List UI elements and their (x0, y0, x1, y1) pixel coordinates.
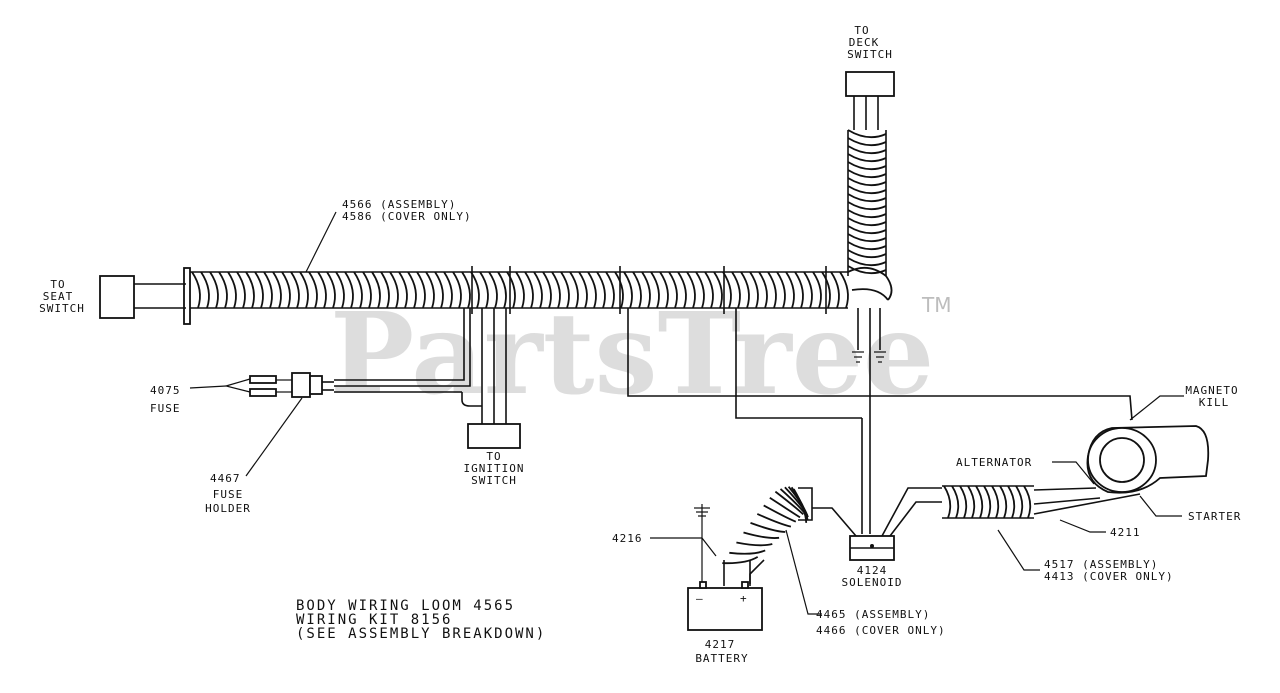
svg-text:—: — (696, 592, 704, 605)
fuse-holder[interactable] (276, 372, 334, 398)
battery-number-label: 4217 (705, 638, 736, 651)
cable-cover-label: 4466 (COVER ONLY) (816, 624, 946, 637)
svg-text:+: + (740, 592, 748, 605)
magneto-label-1: MAGNETO (1185, 384, 1238, 397)
fuse-holder-label-1: FUSE (213, 488, 244, 501)
see-breakdown-label: (SEE ASSEMBLY BREAKDOWN) (296, 626, 546, 642)
harness-cover-label: 4413 (COVER ONLY) (1044, 570, 1174, 583)
battery[interactable]: — + (687, 581, 763, 631)
magneto-label-2: KILL (1199, 396, 1230, 409)
watermark-trademark: TM (921, 293, 951, 317)
watermark: PartsTree (330, 289, 934, 420)
main-wiring-loom[interactable] (183, 266, 849, 325)
ground-symbol (694, 504, 710, 590)
harness-assembly-label: 4517 (ASSEMBLY) (1044, 558, 1158, 571)
engine-unit[interactable] (1086, 425, 1210, 494)
wiring-kit-label: WIRING KIT 8156 (296, 612, 452, 628)
seat-switch-label-1: TO (50, 278, 65, 291)
leader-lines (189, 211, 1184, 615)
seat-switch-label-2: SEAT (43, 290, 74, 303)
alternator-harness[interactable] (942, 485, 1141, 519)
wire-runs (627, 308, 1133, 534)
deck-switch-label-1: TO (854, 24, 869, 37)
starter-label: STARTER (1188, 510, 1241, 523)
battery-name-label: BATTERY (695, 652, 748, 665)
starter-wire-label: 4211 (1110, 526, 1141, 539)
deck-switch-loom[interactable] (845, 71, 895, 301)
ignition-branch[interactable] (334, 308, 521, 449)
seat-switch-label-3: SWITCH (39, 302, 85, 315)
ignition-label-2: IGNITION (464, 462, 525, 475)
cable-assembly-label: 4465 (ASSEMBLY) (816, 608, 930, 621)
battery-cable-label: 4216 (612, 532, 643, 545)
labels: TO DECK SWITCH TO SEAT SWITCH 4566 (ASSE… (39, 24, 1241, 665)
loom-assembly-label: 4566 (ASSEMBLY) (342, 198, 456, 211)
battery-cable[interactable] (722, 486, 813, 586)
ignition-label-1: TO (486, 450, 501, 463)
loom-cover-label: 4586 (COVER ONLY) (342, 210, 472, 223)
alternator-label: ALTERNATOR (956, 456, 1032, 469)
fuse[interactable] (223, 375, 277, 397)
solenoid-number-label: 4124 (857, 564, 888, 577)
deck-switch-label-2: DECK (849, 36, 880, 49)
fuse-number-label: 4075 (150, 384, 181, 397)
ignition-label-3: SWITCH (471, 474, 517, 487)
solenoid[interactable] (812, 487, 942, 561)
fuse-holder-label-2: HOLDER (205, 502, 251, 515)
seat-switch-connector[interactable] (99, 275, 186, 319)
body-wiring-loom-label: BODY WIRING LOOM 4565 (296, 598, 515, 614)
fuse-name-label: FUSE (150, 402, 181, 415)
solenoid-name-label: SOLENOID (842, 576, 903, 589)
deck-switch-label-3: SWITCH (847, 48, 893, 61)
fuse-holder-number-label: 4467 (210, 472, 241, 485)
